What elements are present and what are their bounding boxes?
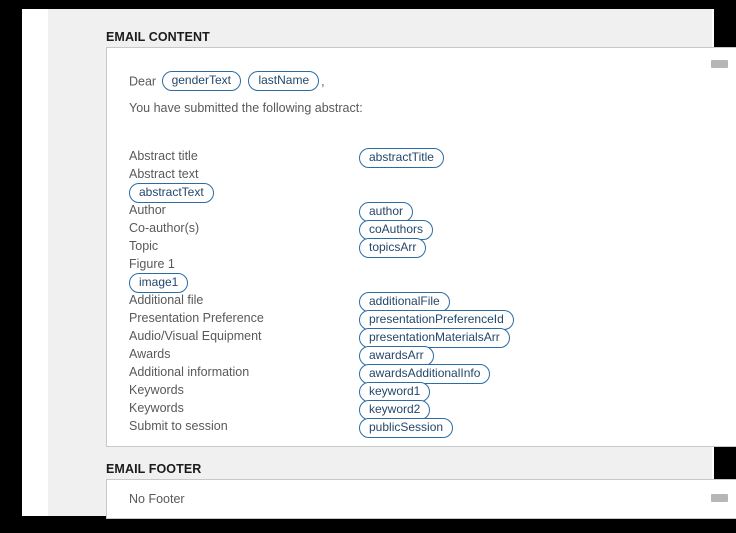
field-label: Keywords — [129, 383, 184, 397]
intro-line: You have submitted the following abstrac… — [129, 101, 363, 115]
field-label: Additional file — [129, 293, 204, 307]
field-value: presentationMaterialsArr — [359, 328, 510, 348]
token-abstractTitle[interactable]: abstractTitle — [359, 148, 444, 168]
field-row: Keywords keyword1 — [129, 382, 729, 402]
field-value: abstractText — [129, 183, 214, 203]
token-lastName[interactable]: lastName — [248, 71, 320, 91]
token-keyword2[interactable]: keyword2 — [359, 400, 431, 420]
field-row: Figure 1 image1 — [129, 256, 729, 293]
field-value: additionalFile — [359, 292, 450, 312]
field-value: author — [359, 202, 414, 222]
field-value: presentationPreferenceId — [359, 310, 514, 330]
token-keyword1[interactable]: keyword1 — [359, 382, 431, 402]
token-author[interactable]: author — [359, 202, 414, 222]
salutation-suffix: , — [321, 74, 325, 89]
field-value: image1 — [129, 273, 189, 293]
salutation-line: Dear genderText lastName, — [129, 71, 325, 92]
email-content-panel: Dear genderText lastName, You have submi… — [106, 47, 736, 447]
field-label: Co-author(s) — [129, 221, 200, 235]
field-row: Abstract text abstractText — [129, 166, 729, 203]
minimize-icon[interactable] — [711, 60, 728, 68]
email-template-container: EMAIL CONTENT Dear genderText lastName, … — [48, 9, 736, 519]
field-row: Audio/Visual Equipment presentationMateri… — [129, 328, 729, 348]
field-value: keyword1 — [359, 382, 431, 402]
token-awardsArr[interactable]: awardsArr — [359, 346, 434, 366]
token-topicsArr[interactable]: topicsArr — [359, 238, 427, 258]
email-footer-heading: EMAIL FOOTER — [106, 462, 202, 476]
token-additionalFile[interactable]: additionalFile — [359, 292, 450, 312]
token-presentationMaterialsArr[interactable]: presentationMaterialsArr — [359, 328, 510, 348]
field-label: Submit to session — [129, 419, 228, 433]
field-row: Presentation Preference presentationPrefe… — [129, 310, 729, 330]
field-row: Additional file additionalFile — [129, 292, 729, 312]
footer-text: No Footer — [129, 492, 185, 506]
token-coAuthors[interactable]: coAuthors — [359, 220, 434, 240]
field-label: Keywords — [129, 401, 184, 415]
token-genderText[interactable]: genderText — [161, 71, 241, 91]
field-row: Topic topicsArr — [129, 238, 729, 258]
field-label: Audio/Visual Equipment — [129, 329, 262, 343]
field-label: Abstract title — [129, 149, 198, 163]
field-row: Author author — [129, 202, 729, 222]
field-row: Keywords keyword2 — [129, 400, 729, 420]
field-value: awardsArr — [359, 346, 434, 366]
field-row: Co-author(s) coAuthors — [129, 220, 729, 240]
salutation-prefix: Dear — [129, 74, 157, 89]
email-footer-panel: No Footer — [106, 479, 736, 519]
field-value: coAuthors — [359, 220, 434, 240]
minimize-icon[interactable] — [711, 494, 728, 502]
field-value: publicSession — [359, 418, 454, 438]
field-label: Presentation Preference — [129, 311, 264, 325]
field-row: Abstract title abstractTitle — [129, 148, 729, 168]
field-label: Awards — [129, 347, 171, 361]
field-row: Submit to session publicSession — [129, 418, 729, 438]
token-presentationPreferenceId[interactable]: presentationPreferenceId — [359, 310, 514, 330]
field-row: Awards awardsArr — [129, 346, 729, 366]
field-label: Abstract text — [129, 167, 199, 181]
token-image1[interactable]: image1 — [129, 273, 189, 293]
field-value: keyword2 — [359, 400, 431, 420]
field-label: Figure 1 — [129, 257, 175, 271]
field-value: topicsArr — [359, 238, 427, 258]
field-label: Topic — [129, 239, 159, 253]
field-value: abstractTitle — [359, 148, 444, 168]
token-publicSession[interactable]: publicSession — [359, 418, 454, 438]
field-value: awardsAdditionalInfo — [359, 364, 491, 384]
field-row: Additional information awardsAdditionalIn… — [129, 364, 729, 384]
field-label: Additional information — [129, 365, 250, 379]
token-abstractText[interactable]: abstractText — [129, 183, 214, 203]
token-awardsAdditionalInfo[interactable]: awardsAdditionalInfo — [359, 364, 491, 384]
field-label: Author — [129, 203, 166, 217]
email-content-heading: EMAIL CONTENT — [106, 30, 210, 44]
